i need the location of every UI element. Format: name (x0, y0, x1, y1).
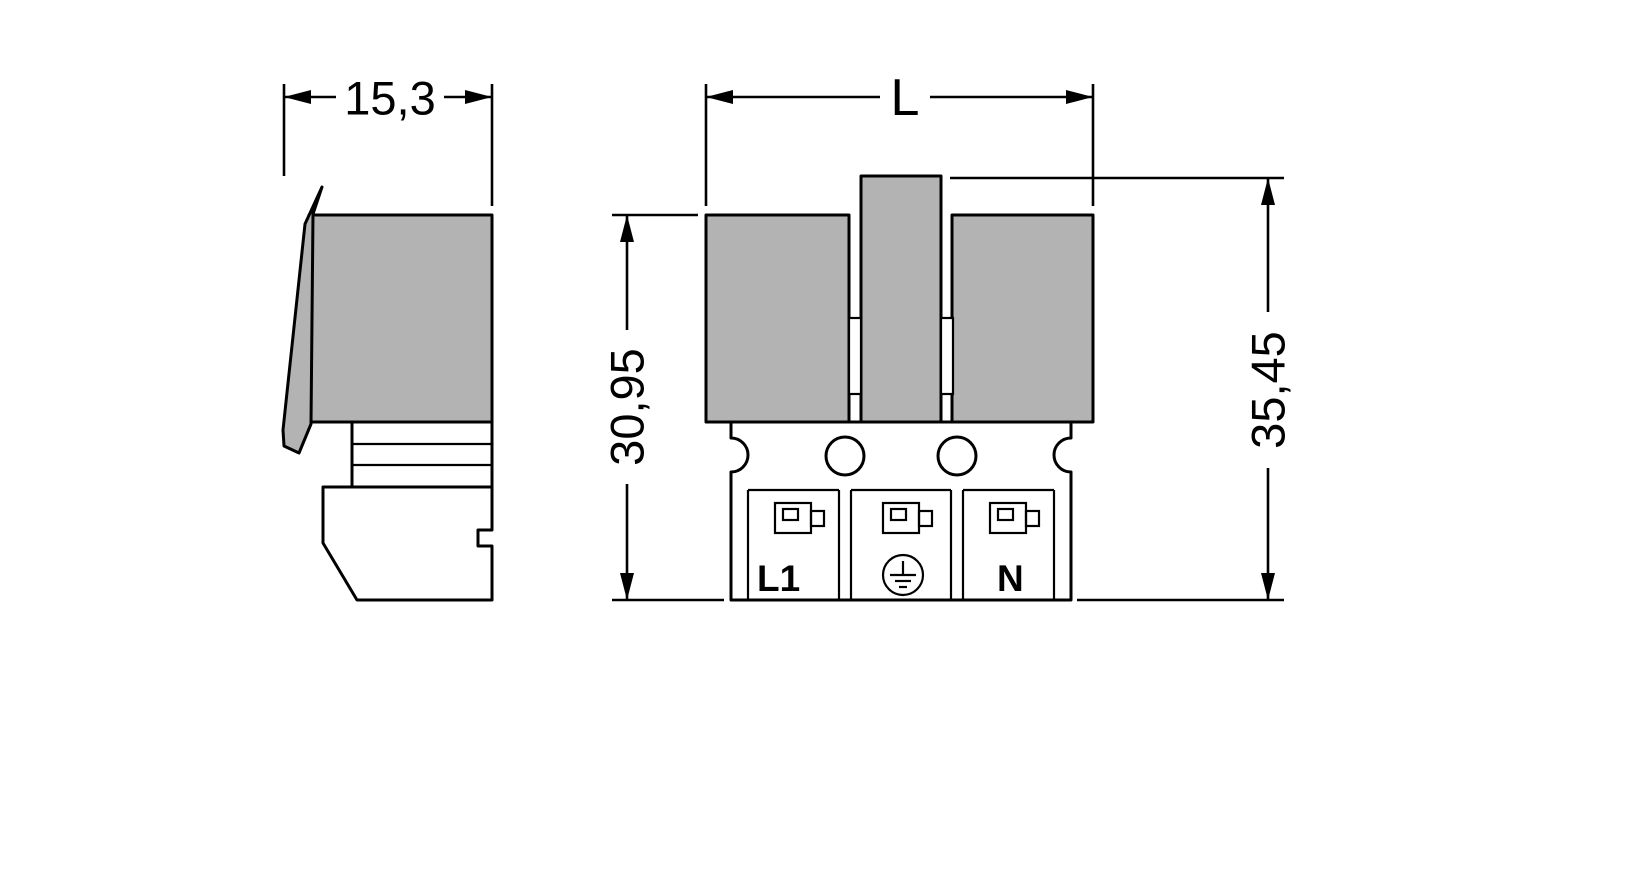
terminal-label-n: N (997, 558, 1024, 599)
pin-height-dimension: 30,95 (601, 213, 724, 602)
terminal-label-l1: L1 (757, 558, 800, 599)
release-lever (281, 185, 324, 455)
protective-earth-icon (881, 553, 925, 597)
pole-block-right (950, 213, 1095, 424)
pin-height-dimension-label: 30,95 (601, 348, 654, 466)
length-dimension-label: L (891, 69, 920, 127)
housing-lower-section (321, 485, 494, 602)
front-view-housing: L1 N (704, 174, 1095, 602)
front-length-dimension: L (704, 69, 1095, 206)
pole-block-left (704, 213, 851, 424)
arrowhead-left-icon (706, 90, 733, 104)
locating-hole-right (936, 435, 978, 477)
overall-height-dimension-label: 35,45 (1242, 331, 1295, 449)
locating-hole-left (824, 435, 866, 477)
clamp-slot (781, 507, 800, 522)
clamp-tab (1024, 509, 1041, 528)
side-view: 15,3 (281, 72, 494, 602)
terminal-cells (746, 488, 1056, 600)
side-view-housing (281, 185, 494, 602)
latch-slot-left (847, 316, 863, 396)
latch-slot-right (939, 316, 955, 396)
arrowhead-up-icon (620, 215, 634, 242)
arrowhead-left-icon (284, 90, 311, 104)
arrowhead-down-icon (1261, 573, 1275, 600)
arrowhead-down-icon (620, 573, 634, 600)
overall-height-dimension: 35,45 (950, 176, 1295, 602)
cage-clamp-icon (988, 501, 1041, 535)
clamp-tab (917, 509, 934, 528)
cage-clamp-icon (773, 501, 826, 535)
front-view: L (601, 69, 1295, 602)
clamp-slot (889, 507, 908, 522)
arrowhead-right-icon (465, 90, 492, 104)
arrowhead-right-icon (1066, 90, 1093, 104)
side-width-dimension-label: 15,3 (344, 72, 435, 125)
clamp-slot (996, 507, 1015, 522)
clamp-tab (809, 509, 826, 528)
housing-body-side (307, 213, 494, 424)
housing-mid-section (350, 420, 494, 489)
center-coding-tab (859, 174, 943, 424)
cage-clamp-icon (881, 501, 934, 535)
side-width-dimension: 15,3 (282, 72, 494, 206)
arrowhead-up-icon (1261, 178, 1275, 205)
